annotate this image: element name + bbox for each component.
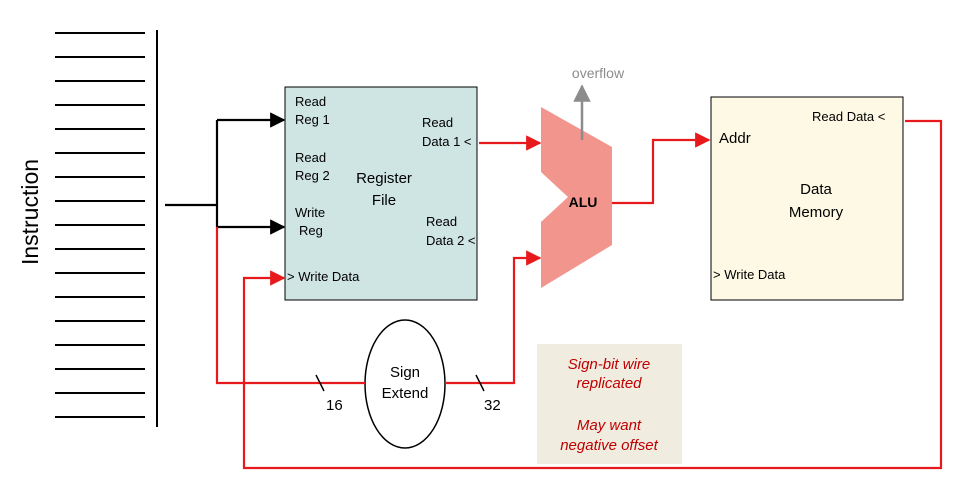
register-file-title-line2: File [372, 192, 396, 209]
write-reg-label-line2: Reg [299, 223, 323, 238]
read-data1-label-line2: Data 1 < [422, 134, 472, 149]
wire-alu-to-addr [612, 132, 711, 205]
bus-width-32-tick [475, 374, 485, 392]
sign-extend-unit [364, 319, 446, 449]
bus-width-16-tick [315, 374, 325, 392]
read-data2-label-line2: Data 2 < [426, 233, 476, 248]
memory-read-data-label: Read Data < [812, 109, 885, 124]
read-reg1-label-line1: Read [295, 94, 326, 109]
read-reg2-label-line2: Reg 2 [295, 168, 330, 183]
instruction-bit-lines [55, 32, 145, 418]
write-reg-label-line1: Write [295, 205, 325, 220]
note-line2: replicated [576, 375, 642, 392]
bus-width-32-label: 32 [484, 397, 501, 414]
alu-shape [541, 107, 612, 288]
instruction-field-wires [165, 112, 286, 235]
instruction-label: Instruction [17, 159, 43, 265]
wire-mem-read-to-write-data [242, 119, 943, 470]
data-memory [710, 96, 904, 301]
read-reg2-label-line1: Read [295, 150, 326, 165]
memory-title-line2: Memory [789, 204, 844, 221]
sign-extend-label-line1: Sign [390, 364, 420, 381]
alu-label: ALU [569, 194, 598, 210]
note-line3: May want [577, 417, 642, 434]
wire-imm-to-sign-extend [215, 227, 365, 385]
read-data1-label-line1: Read [422, 115, 453, 130]
sign-extend-label-line2: Extend [382, 385, 429, 402]
register-file-title-line1: Register [356, 170, 412, 187]
bus-width-16-label: 16 [326, 397, 343, 414]
memory-write-data-label: > Write Data [713, 267, 786, 282]
memory-title-line1: Data [800, 181, 832, 198]
read-reg1-label-line2: Reg 1 [295, 112, 330, 127]
overflow-label: overflow [572, 65, 625, 81]
read-data2-label-line1: Read [426, 214, 457, 229]
note-box [537, 344, 682, 464]
register-file [284, 86, 478, 301]
note-line1: Sign-bit wire [568, 356, 651, 373]
regfile-write-data-label: > Write Data [287, 269, 360, 284]
note-line4: negative offset [560, 437, 658, 454]
memory-addr-label: Addr [719, 130, 751, 147]
